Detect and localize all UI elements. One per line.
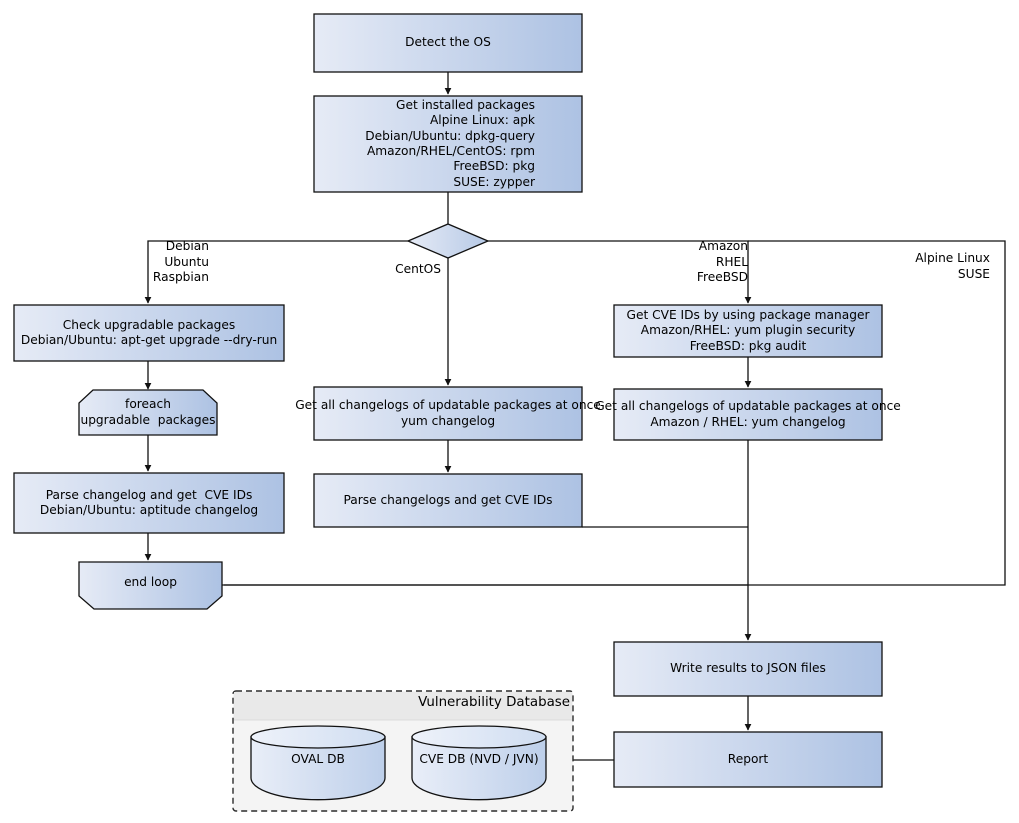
node-get-installed-packages	[313, 95, 583, 193]
group-title-vulnerability-database: Vulnerability Database	[418, 695, 570, 710]
edge-label-centos: CentOS	[395, 262, 441, 276]
database-cve-db-label: CVE DB (NVD / JVN)	[419, 752, 539, 766]
node-parse-changelogs-centos	[313, 473, 583, 528]
node-write-results	[613, 641, 883, 697]
node-end-loop	[78, 561, 223, 610]
node-changelogs-amazon	[613, 388, 883, 441]
database-oval-db	[250, 725, 386, 801]
edge-label-alpine: Alpine Linux SUSE	[915, 251, 990, 281]
node-decision-diamond	[406, 223, 490, 259]
database-cve-db	[411, 725, 547, 801]
group-header-fill	[234, 692, 572, 720]
node-check-upgradable	[13, 304, 285, 362]
database-oval-db-label: OVAL DB	[291, 752, 345, 766]
edge-label-amazon: Amazon RHEL FreeBSD	[696, 239, 748, 285]
node-report	[613, 731, 883, 788]
node-get-cve-ids-package-manager	[613, 304, 883, 358]
edge-label-debian: Debian Ubuntu Raspbian	[152, 239, 209, 285]
node-detect-os	[313, 13, 583, 73]
edge-branch-debian	[144, 240, 408, 304]
node-foreach-loop	[78, 389, 218, 436]
node-parse-changelog-debian	[13, 472, 285, 534]
node-changelogs-centos	[313, 386, 583, 441]
